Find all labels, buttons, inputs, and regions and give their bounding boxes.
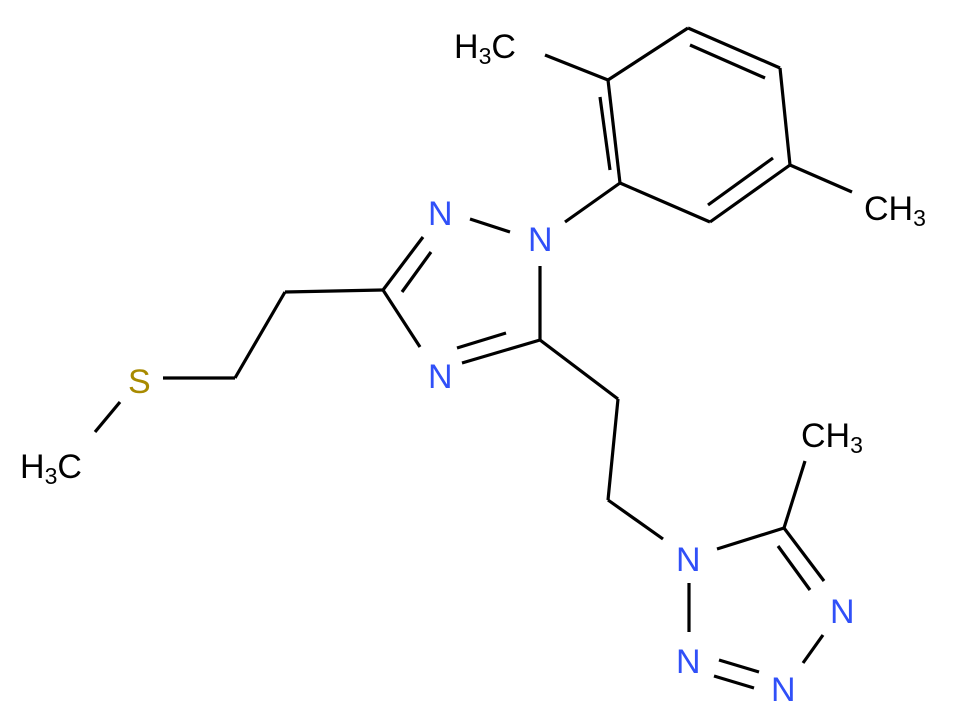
- tetrazole-n4-label: N: [830, 593, 855, 631]
- methyl-right-label: CH3: [864, 190, 926, 231]
- methyl-tetrazole-label: CH3: [801, 417, 863, 458]
- tetrazole-n3-label: N: [771, 671, 796, 709]
- tetrazole-n2-label: N: [676, 643, 701, 681]
- triazole-n1-label: N: [528, 221, 553, 259]
- methyl-top-label: H3C: [454, 28, 516, 69]
- sulfur-label: S: [128, 363, 151, 401]
- tetrazole-n1-label: N: [676, 541, 701, 579]
- methyl-sulfur-label: H3C: [20, 448, 82, 489]
- triazole-n4-label: N: [428, 358, 453, 396]
- bonds: [93, 26, 853, 690]
- triazole-n2-label: N: [428, 195, 453, 233]
